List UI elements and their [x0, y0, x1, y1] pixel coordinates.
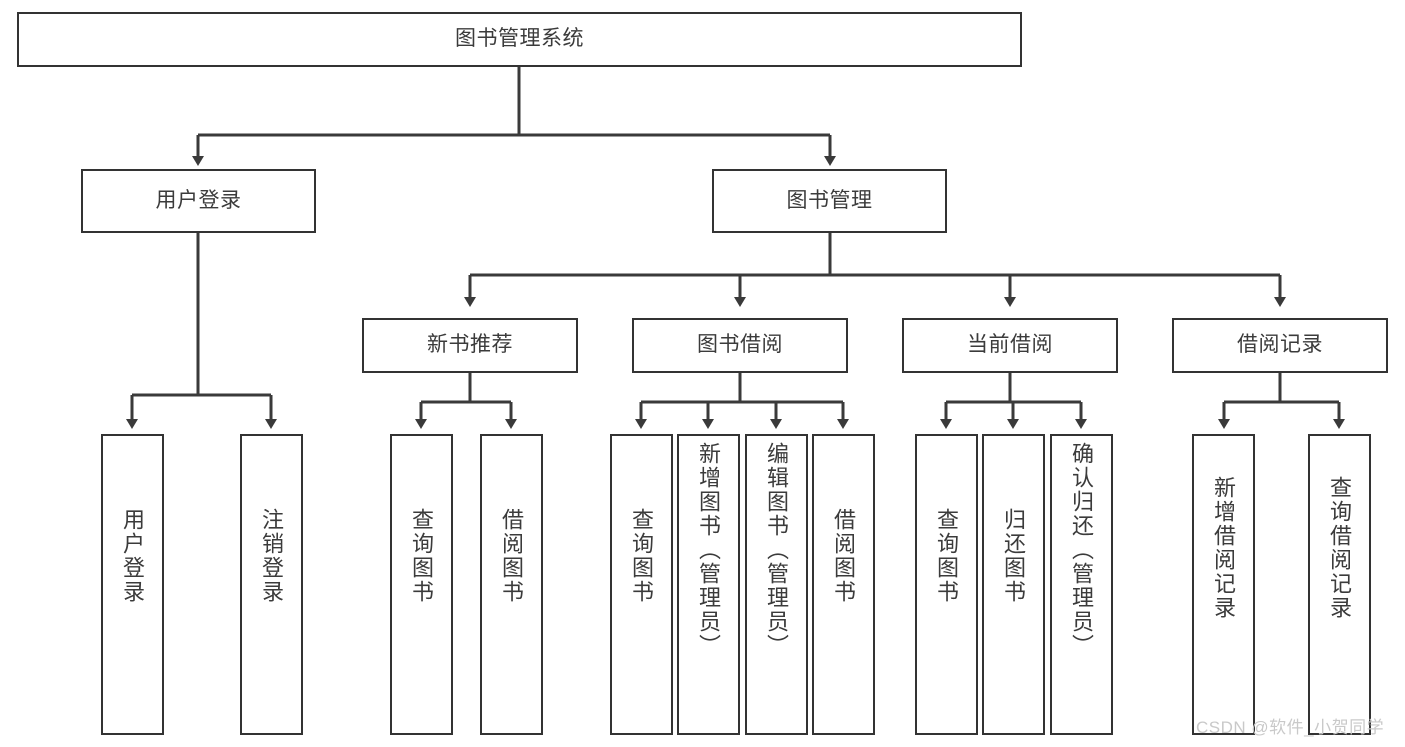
node-label: 借阅图书 [499, 508, 525, 604]
leaf-user-login-signout[interactable]: 注销登录 [240, 434, 303, 735]
node-label: 注销登录 [259, 508, 285, 604]
leaf-borrow-edit-book-admin[interactable]: 编辑图书（管理员） [745, 434, 808, 735]
node-label: 查询图书 [629, 508, 655, 604]
node-label: 借阅图书 [831, 508, 857, 604]
node-label: 查询图书 [409, 508, 435, 604]
leaf-record-query-record[interactable]: 查询借阅记录 [1308, 434, 1371, 735]
node-label: 编辑图书（管理员） [764, 442, 790, 658]
leaf-current-return-book[interactable]: 归还图书 [982, 434, 1045, 735]
node-label: 用户登录 [155, 188, 242, 212]
node-label: 归还图书 [1001, 508, 1027, 604]
node-new-book-recommend[interactable]: 新书推荐 [362, 318, 578, 373]
leaf-user-login-signin[interactable]: 用户登录 [101, 434, 164, 735]
node-label: 借阅记录 [1237, 333, 1323, 357]
leaf-recommend-query-book[interactable]: 查询图书 [390, 434, 453, 735]
leaf-borrow-query-book[interactable]: 查询图书 [610, 434, 673, 735]
leaf-recommend-borrow-book[interactable]: 借阅图书 [480, 434, 543, 735]
node-borrow-record[interactable]: 借阅记录 [1172, 318, 1388, 373]
node-label: 图书管理 [786, 188, 873, 212]
leaf-record-add-record[interactable]: 新增借阅记录 [1192, 434, 1255, 735]
node-root-system[interactable]: 图书管理系统 [17, 12, 1022, 67]
node-book-management[interactable]: 图书管理 [712, 169, 947, 233]
node-label: 查询借阅记录 [1327, 476, 1353, 620]
node-label: 查询图书 [934, 508, 960, 604]
leaf-borrow-add-book-admin[interactable]: 新增图书（管理员） [677, 434, 740, 735]
node-label: 新增借阅记录 [1211, 476, 1237, 620]
leaf-current-query-book[interactable]: 查询图书 [915, 434, 978, 735]
node-label: 新书推荐 [427, 333, 513, 357]
node-label: 确认归还（管理员） [1069, 442, 1095, 658]
node-book-borrow[interactable]: 图书借阅 [632, 318, 848, 373]
node-label: 图书借阅 [697, 333, 783, 357]
node-current-borrow[interactable]: 当前借阅 [902, 318, 1118, 373]
leaf-current-confirm-return-admin[interactable]: 确认归还（管理员） [1050, 434, 1113, 735]
leaf-borrow-borrow-book[interactable]: 借阅图书 [812, 434, 875, 735]
node-user-login[interactable]: 用户登录 [81, 169, 316, 233]
node-label: 新增图书（管理员） [696, 442, 722, 658]
node-label: 当前借阅 [967, 333, 1053, 357]
node-label: 图书管理系统 [455, 27, 584, 51]
node-label: 用户登录 [120, 508, 146, 604]
